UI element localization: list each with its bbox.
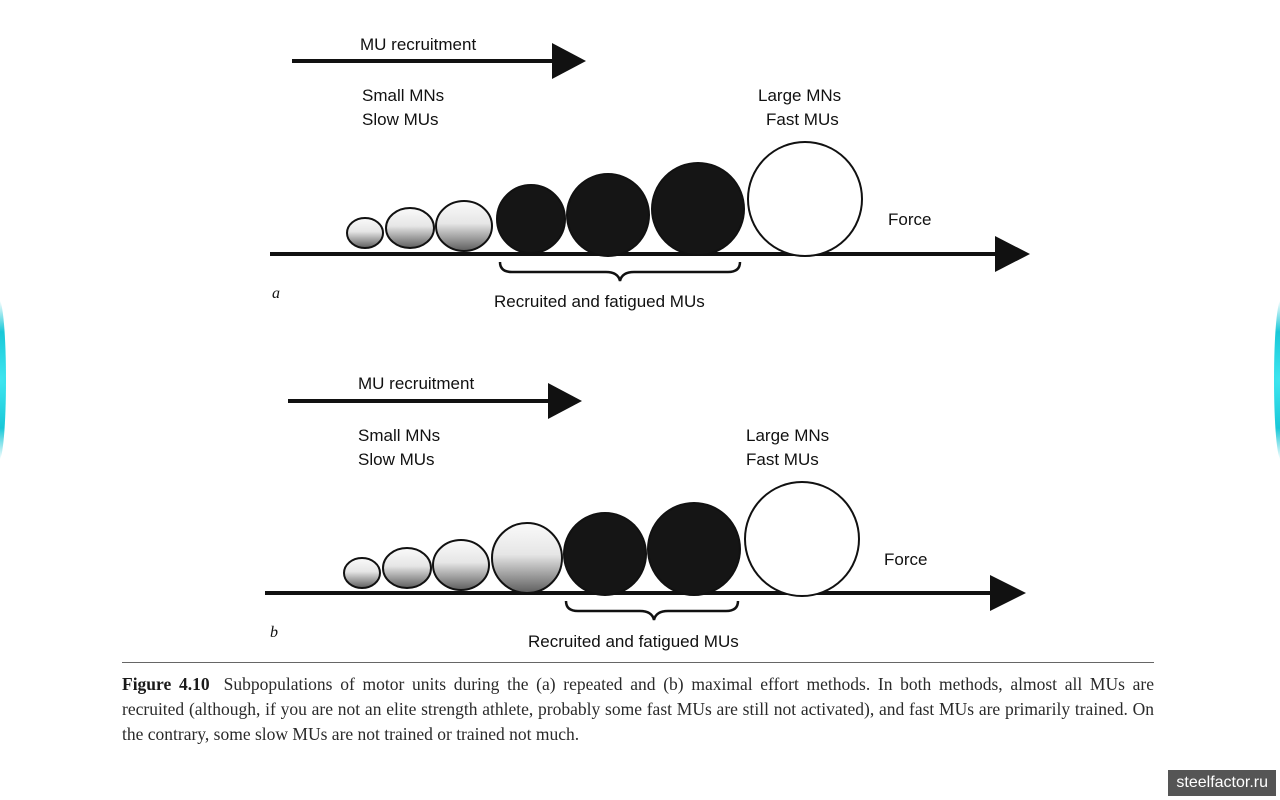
mu-recruitment-label: MU recruitment	[358, 374, 475, 393]
small-mns-label: Small MNs	[358, 426, 441, 445]
recruited-fatigued-label: Recruited and fatigued MUs	[494, 292, 705, 311]
motor-unit-circle	[491, 522, 563, 594]
mu-recruitment-label: MU recruitment	[360, 35, 477, 54]
large-mns-label: Large MNs	[758, 86, 842, 105]
force-label: Force	[884, 550, 928, 569]
motor-unit-circle	[382, 547, 432, 589]
motor-unit-circle	[563, 512, 647, 596]
motor-unit-circle	[647, 502, 741, 596]
panel-letter: a	[272, 285, 280, 302]
recruited-brace	[498, 261, 742, 282]
watermark-badge: steelfactor.ru	[1168, 770, 1276, 796]
figure-number: Figure 4.10	[122, 674, 210, 694]
fast-mus-label: Fast MUs	[766, 110, 839, 129]
motor-unit-diagram	[265, 43, 1030, 621]
motor-unit-circle	[343, 557, 381, 589]
motor-unit-circle	[566, 173, 650, 257]
recruitment-arrow-head	[552, 43, 586, 79]
panel-b	[265, 383, 1026, 621]
caption-divider	[122, 662, 1154, 663]
motor-unit-circle	[747, 141, 863, 257]
recruitment-arrow-head	[548, 383, 582, 419]
motor-unit-circle	[385, 207, 435, 249]
force-axis-arrowhead	[995, 236, 1030, 272]
motor-unit-circle	[432, 539, 490, 591]
small-mns-label: Small MNs	[362, 86, 445, 105]
panel-letter: b	[270, 624, 278, 641]
caption-text: Subpopulations of motor units during the…	[122, 674, 1154, 744]
recruited-fatigued-label: Recruited and fatigued MUs	[528, 632, 739, 651]
motor-unit-circle	[435, 200, 493, 252]
right-edge-accent	[1274, 300, 1280, 460]
large-mns-label: Large MNs	[746, 426, 830, 445]
force-label: Force	[888, 210, 932, 229]
motor-unit-circle	[496, 184, 566, 254]
panel-a	[270, 43, 1030, 282]
slow-mus-label: Slow MUs	[358, 450, 435, 469]
slow-mus-label: Slow MUs	[362, 110, 439, 129]
force-axis-arrowhead	[990, 575, 1026, 611]
recruited-brace	[564, 600, 740, 621]
motor-unit-circle	[744, 481, 860, 597]
left-edge-accent	[0, 300, 6, 460]
motor-unit-circle	[651, 162, 745, 256]
motor-unit-circle	[346, 217, 384, 249]
fast-mus-label: Fast MUs	[746, 450, 819, 469]
